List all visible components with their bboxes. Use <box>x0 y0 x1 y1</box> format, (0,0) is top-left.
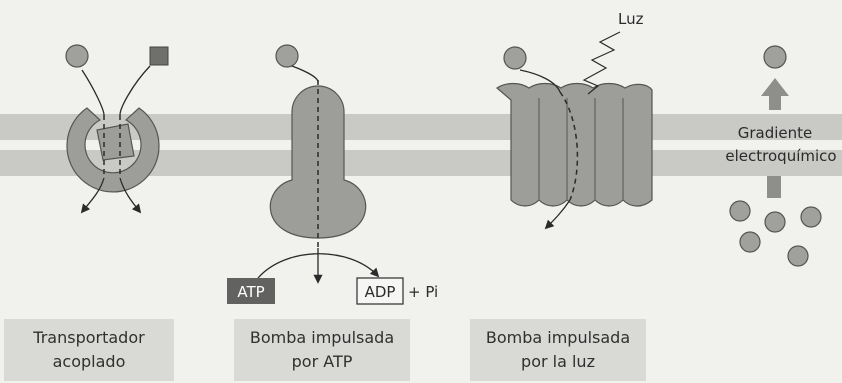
pump-arrow-in <box>292 66 318 82</box>
caption-line: Transportador <box>33 326 144 350</box>
caption-line: acoplado <box>33 350 144 374</box>
caption-atp-pump: Bomba impulsada por ATP <box>234 319 410 381</box>
atp-label: ATP <box>237 283 264 301</box>
pumped-molecule <box>276 45 298 67</box>
solute-square-molecule <box>150 47 168 65</box>
gradient-arrow-head <box>761 78 789 110</box>
transporter-binding-subunit <box>97 124 134 160</box>
caption-line: Bomba impulsada <box>250 326 394 350</box>
low-concentration-molecule <box>801 207 821 227</box>
gradient-label-line2: electroquímico <box>725 147 836 165</box>
adp-label: ADP <box>365 283 396 301</box>
gradient-arrow-shaft <box>767 176 781 198</box>
solute-circle-molecule <box>66 45 88 67</box>
caption-line: por la luz <box>486 350 630 374</box>
pi-label: + Pi <box>408 283 438 301</box>
low-concentration-molecule <box>765 212 785 232</box>
caption-line: por ATP <box>250 350 394 374</box>
low-concentration-molecule <box>740 232 760 252</box>
low-concentration-molecule <box>788 246 808 266</box>
caption-coupled-transporter: Transportador acoplado <box>4 319 174 381</box>
caption-light-pump: Bomba impulsada por la luz <box>470 319 646 381</box>
light-pump-protein <box>497 84 652 207</box>
transport-arrow-circle-in <box>82 70 104 115</box>
light-label: Luz <box>618 10 644 28</box>
transport-arrow-square-in <box>120 66 150 115</box>
pumped-molecule <box>504 47 526 69</box>
high-concentration-molecule <box>764 46 786 68</box>
gradient-label-line1: Gradiente <box>738 124 813 142</box>
caption-line: Bomba impulsada <box>486 326 630 350</box>
low-concentration-molecule <box>730 201 750 221</box>
